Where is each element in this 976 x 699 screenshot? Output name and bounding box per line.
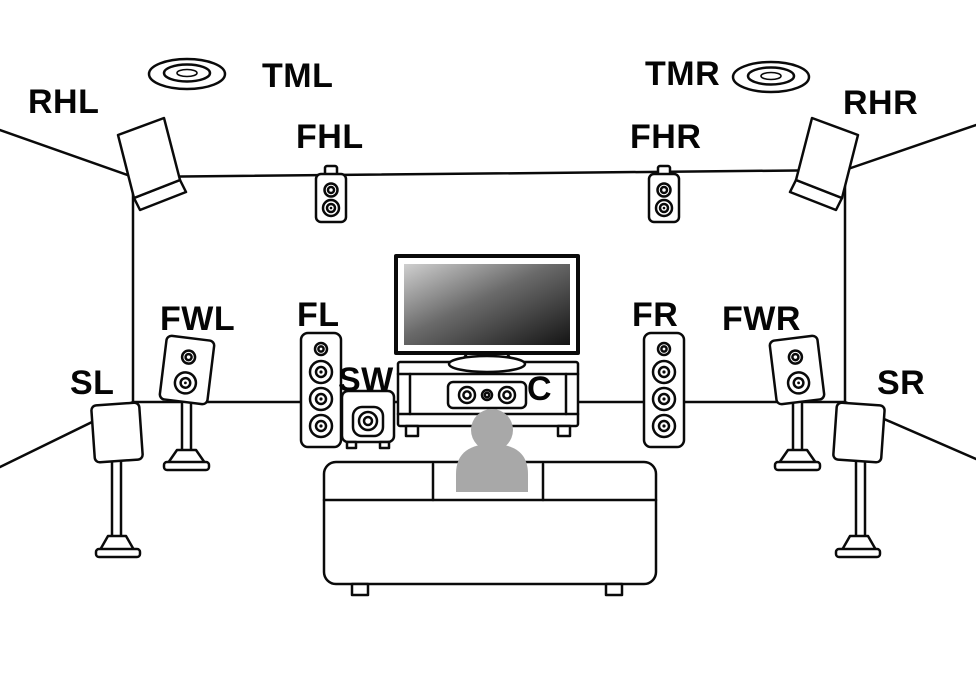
tv-screen <box>404 264 570 345</box>
label-front-right: FR <box>632 296 678 334</box>
subwoofer <box>340 389 396 450</box>
top-middle-left-ceiling-speaker <box>147 57 227 91</box>
surround-right-speaker <box>832 401 886 559</box>
front-right-tower-speaker <box>642 331 686 449</box>
front-height-right-speaker <box>647 164 681 224</box>
label-subwoofer: SW <box>338 361 394 399</box>
label-surround-right: SR <box>877 364 925 402</box>
front-wide-left-speaker <box>158 334 216 472</box>
front-height-left-speaker <box>314 164 348 224</box>
front-left-tower-speaker <box>299 331 343 449</box>
label-front-wide-right: FWR <box>722 300 801 338</box>
listener-head <box>471 409 513 451</box>
surround-left-speaker <box>90 401 144 559</box>
label-rear-height-left: RHL <box>28 83 99 121</box>
label-rear-height-right: RHR <box>843 84 918 122</box>
label-top-middle-left: TML <box>262 57 333 95</box>
tv <box>394 254 580 374</box>
label-front-height-right: FHR <box>630 118 701 156</box>
label-front-wide-left: FWL <box>160 300 235 338</box>
listener-body <box>456 444 528 492</box>
front-wide-right-speaker <box>768 334 826 472</box>
label-front-height-left: FHL <box>296 118 364 156</box>
listener <box>456 409 528 492</box>
label-center: C <box>527 370 552 408</box>
label-front-left: FL <box>297 296 340 334</box>
center-speaker <box>446 380 528 410</box>
rear-height-right-speaker <box>788 116 860 212</box>
sofa <box>322 460 658 597</box>
label-surround-left: SL <box>70 364 114 402</box>
speaker-labels: RHL TML FHL TMR FHR RHR FWL FL SW C FR F… <box>28 55 925 408</box>
rear-height-left-speaker <box>116 116 188 212</box>
label-top-middle-right: TMR <box>645 55 720 93</box>
top-middle-right-ceiling-speaker <box>731 60 811 94</box>
